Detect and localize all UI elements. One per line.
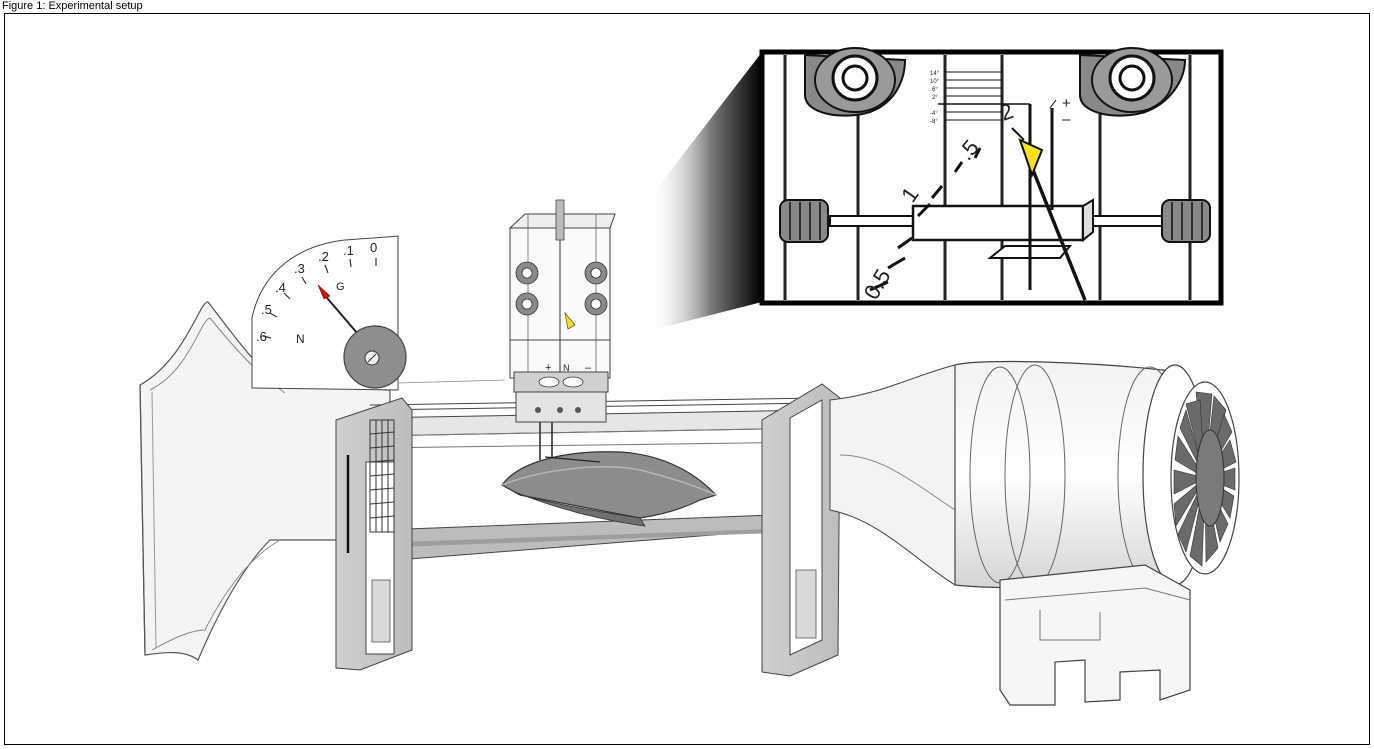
honeycomb-screen: [369, 419, 395, 533]
protractor-scale: 0 .1 .2 .3 .4 .5 .6 N G: [251, 235, 506, 391]
balance-unit: N: [563, 363, 570, 373]
protractor-tick-4: .4: [275, 280, 286, 295]
airfoil-wing: [501, 415, 718, 527]
left-bracket: [335, 397, 413, 671]
balance-plus: +: [545, 362, 551, 374]
inset-pointer-tip-yellow: [1018, 138, 1044, 178]
angle-tick-6: 6°: [932, 87, 938, 93]
figure-frame: [4, 13, 1370, 745]
figure-caption: Figure 1: Experimental setup: [2, 0, 143, 12]
right-bracket: [761, 383, 841, 677]
protractor-tick-6: .6: [256, 329, 267, 344]
zoom-inset: 14° 10° 6° 2° -4° -8° 2 .5 1 0.5: [759, 47, 1224, 306]
inset-axle: [829, 198, 1166, 259]
angle-tick-minus4: -4°: [930, 111, 938, 117]
protractor-tick-0: 0: [370, 240, 377, 255]
inset-minus: –: [1062, 111, 1071, 128]
balance-minus: –: [585, 362, 592, 374]
protractor-tick-1: .1: [343, 243, 354, 258]
inset-plus: +: [1062, 95, 1071, 112]
lift-scale-marks: [869, 147, 982, 292]
fan-rotor: [1170, 381, 1240, 575]
needle-tip-red: [317, 284, 331, 300]
angle-tick-minus8: -8°: [930, 119, 938, 125]
inset-wheel-left: [804, 47, 907, 117]
fan-stand: [999, 564, 1191, 706]
protractor-tick-2: .2: [318, 249, 329, 264]
angle-tick-14: 14°: [930, 71, 940, 77]
inset-knob-right: [1161, 199, 1211, 243]
inset-wheel-right: [1079, 47, 1187, 117]
protractor-tick-5: .5: [261, 302, 272, 317]
magnifier-cone: [648, 52, 762, 330]
angle-tick-10: 10°: [930, 79, 940, 85]
inset-pointer-shaft: [1031, 169, 1087, 301]
inset-knob-left: [779, 199, 829, 243]
protractor-tick-3: .3: [294, 261, 305, 276]
protractor-symbol: G: [336, 281, 345, 293]
angle-tick-2: 2°: [932, 95, 938, 101]
force-balance: + – N: [508, 199, 616, 423]
angle-scale: [938, 71, 1030, 121]
fan-housing: [829, 360, 1240, 706]
protractor-unit-label: N: [296, 332, 305, 346]
